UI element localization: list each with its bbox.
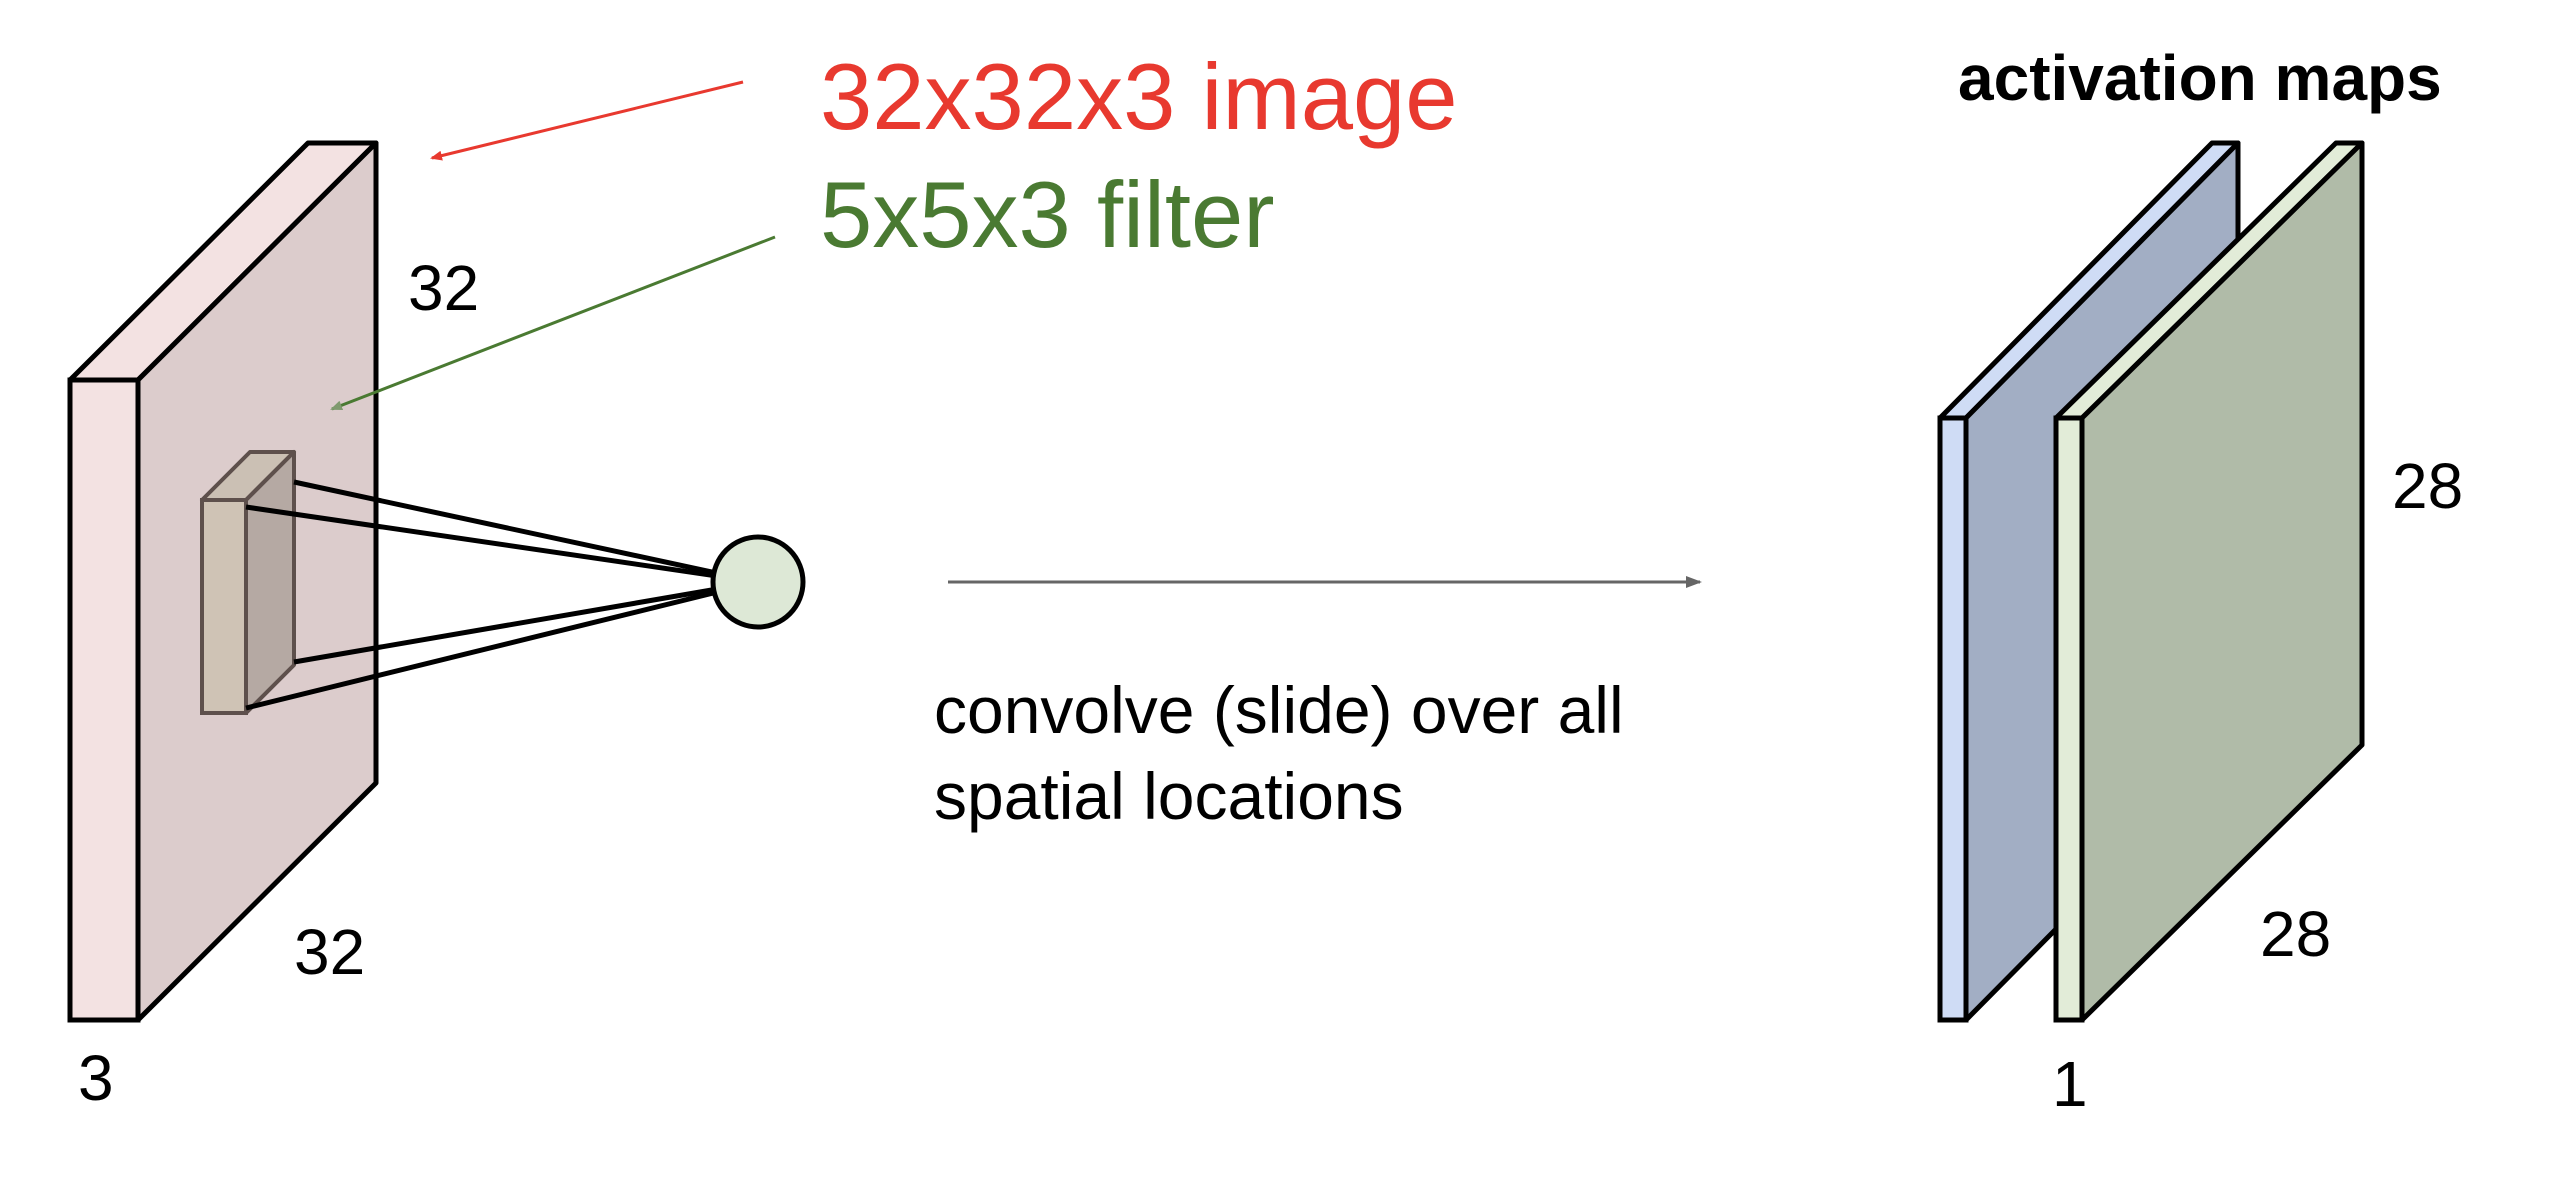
image-pointer-arrow	[430, 80, 744, 161]
connection-line	[245, 504, 759, 585]
connection-line	[293, 579, 759, 665]
input-height-label: 32	[408, 252, 480, 324]
input-depth-label: 3	[78, 1042, 114, 1114]
activation-map-green	[2053, 140, 2365, 1023]
input-volume-front	[67, 377, 141, 1023]
convolve-caption-line2: spatial locations	[934, 759, 1404, 833]
input-width-label: 32	[294, 916, 366, 988]
filter-label: 5x5x3 filter	[820, 162, 1275, 267]
activation-map-green-front	[2053, 415, 2085, 1023]
filter-pointer-arrow	[330, 235, 776, 411]
activation-map-blue-front	[1937, 415, 1969, 1023]
filter-block	[200, 450, 296, 715]
connection-line	[245, 579, 759, 711]
output-height-label: 28	[2392, 450, 2464, 522]
filter-connections	[245, 479, 759, 711]
output-width-label: 28	[2260, 898, 2332, 970]
output-neuron	[710, 534, 806, 630]
image-label: 32x32x3 image	[820, 44, 1458, 149]
filter-face	[244, 450, 296, 715]
convolve-caption-line1: convolve (slide) over all	[934, 673, 1624, 747]
activation-maps-title: activation maps	[1958, 42, 2442, 114]
filter-front	[200, 498, 248, 715]
output-depth-label: 1	[2052, 1048, 2088, 1120]
connection-line	[293, 479, 759, 585]
